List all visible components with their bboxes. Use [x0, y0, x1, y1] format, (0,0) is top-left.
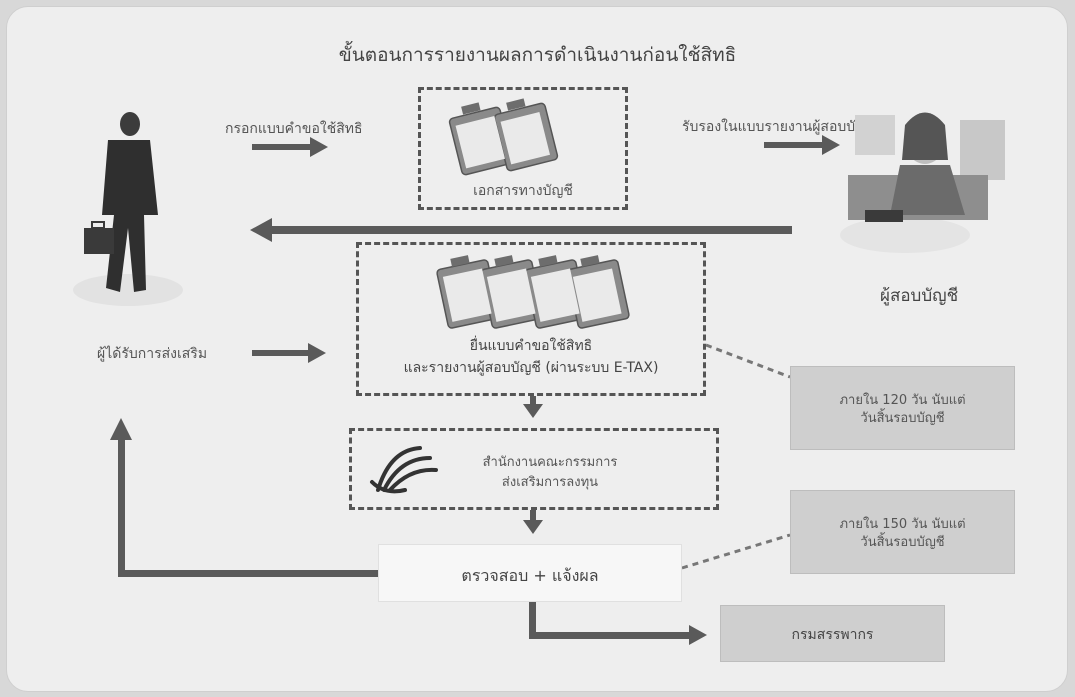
certify-label: รับรองในแบบรายงานผู้สอบบัญชี — [682, 119, 877, 135]
accounting-docs-label: เอกสารทางบัญชี — [473, 183, 573, 199]
boi-line1: สำนักงานคณะกรรมการ — [482, 455, 618, 470]
submit-request-box — [356, 242, 706, 396]
fill-form-label: กรอกแบบคำขอใช้สิทธิ — [225, 121, 363, 137]
auditor-label: ผู้สอบบัญชี — [880, 286, 959, 306]
boi-line2: ส่งเสริมการลงทุน — [501, 475, 599, 490]
submit-line1: ยื่นแบบคำขอใช้สิทธิ — [469, 338, 593, 354]
diagram-title: ขั้นตอนการรายงานผลการดำเนินงานก่อนใช้สิท… — [338, 44, 737, 66]
boi-box — [349, 428, 719, 510]
promoted-person-label: ผู้ได้รับการส่งเสริม — [97, 346, 208, 362]
deadline-150-line1: ภายใน 150 วัน นับแต่ — [839, 517, 966, 532]
deadline-120-box — [790, 366, 1015, 450]
check-notify-label: ตรวจสอบ + แจ้งผล — [461, 566, 599, 585]
deadline-120-line1: ภายใน 120 วัน นับแต่ — [839, 393, 966, 408]
accounting-docs-box — [418, 87, 628, 210]
revenue-dept-label: กรมสรรพากร — [791, 627, 874, 643]
deadline-150-line2: วันสิ้นรอบบัญชี — [860, 535, 945, 550]
deadline-150-box — [790, 490, 1015, 574]
check-notify-box — [378, 544, 682, 602]
revenue-dept-box — [720, 605, 945, 662]
submit-line2: และรายงานผู้สอบบัญชี (ผ่านระบบ E-TAX) — [403, 360, 659, 376]
deadline-120-line2: วันสิ้นรอบบัญชี — [860, 411, 945, 426]
